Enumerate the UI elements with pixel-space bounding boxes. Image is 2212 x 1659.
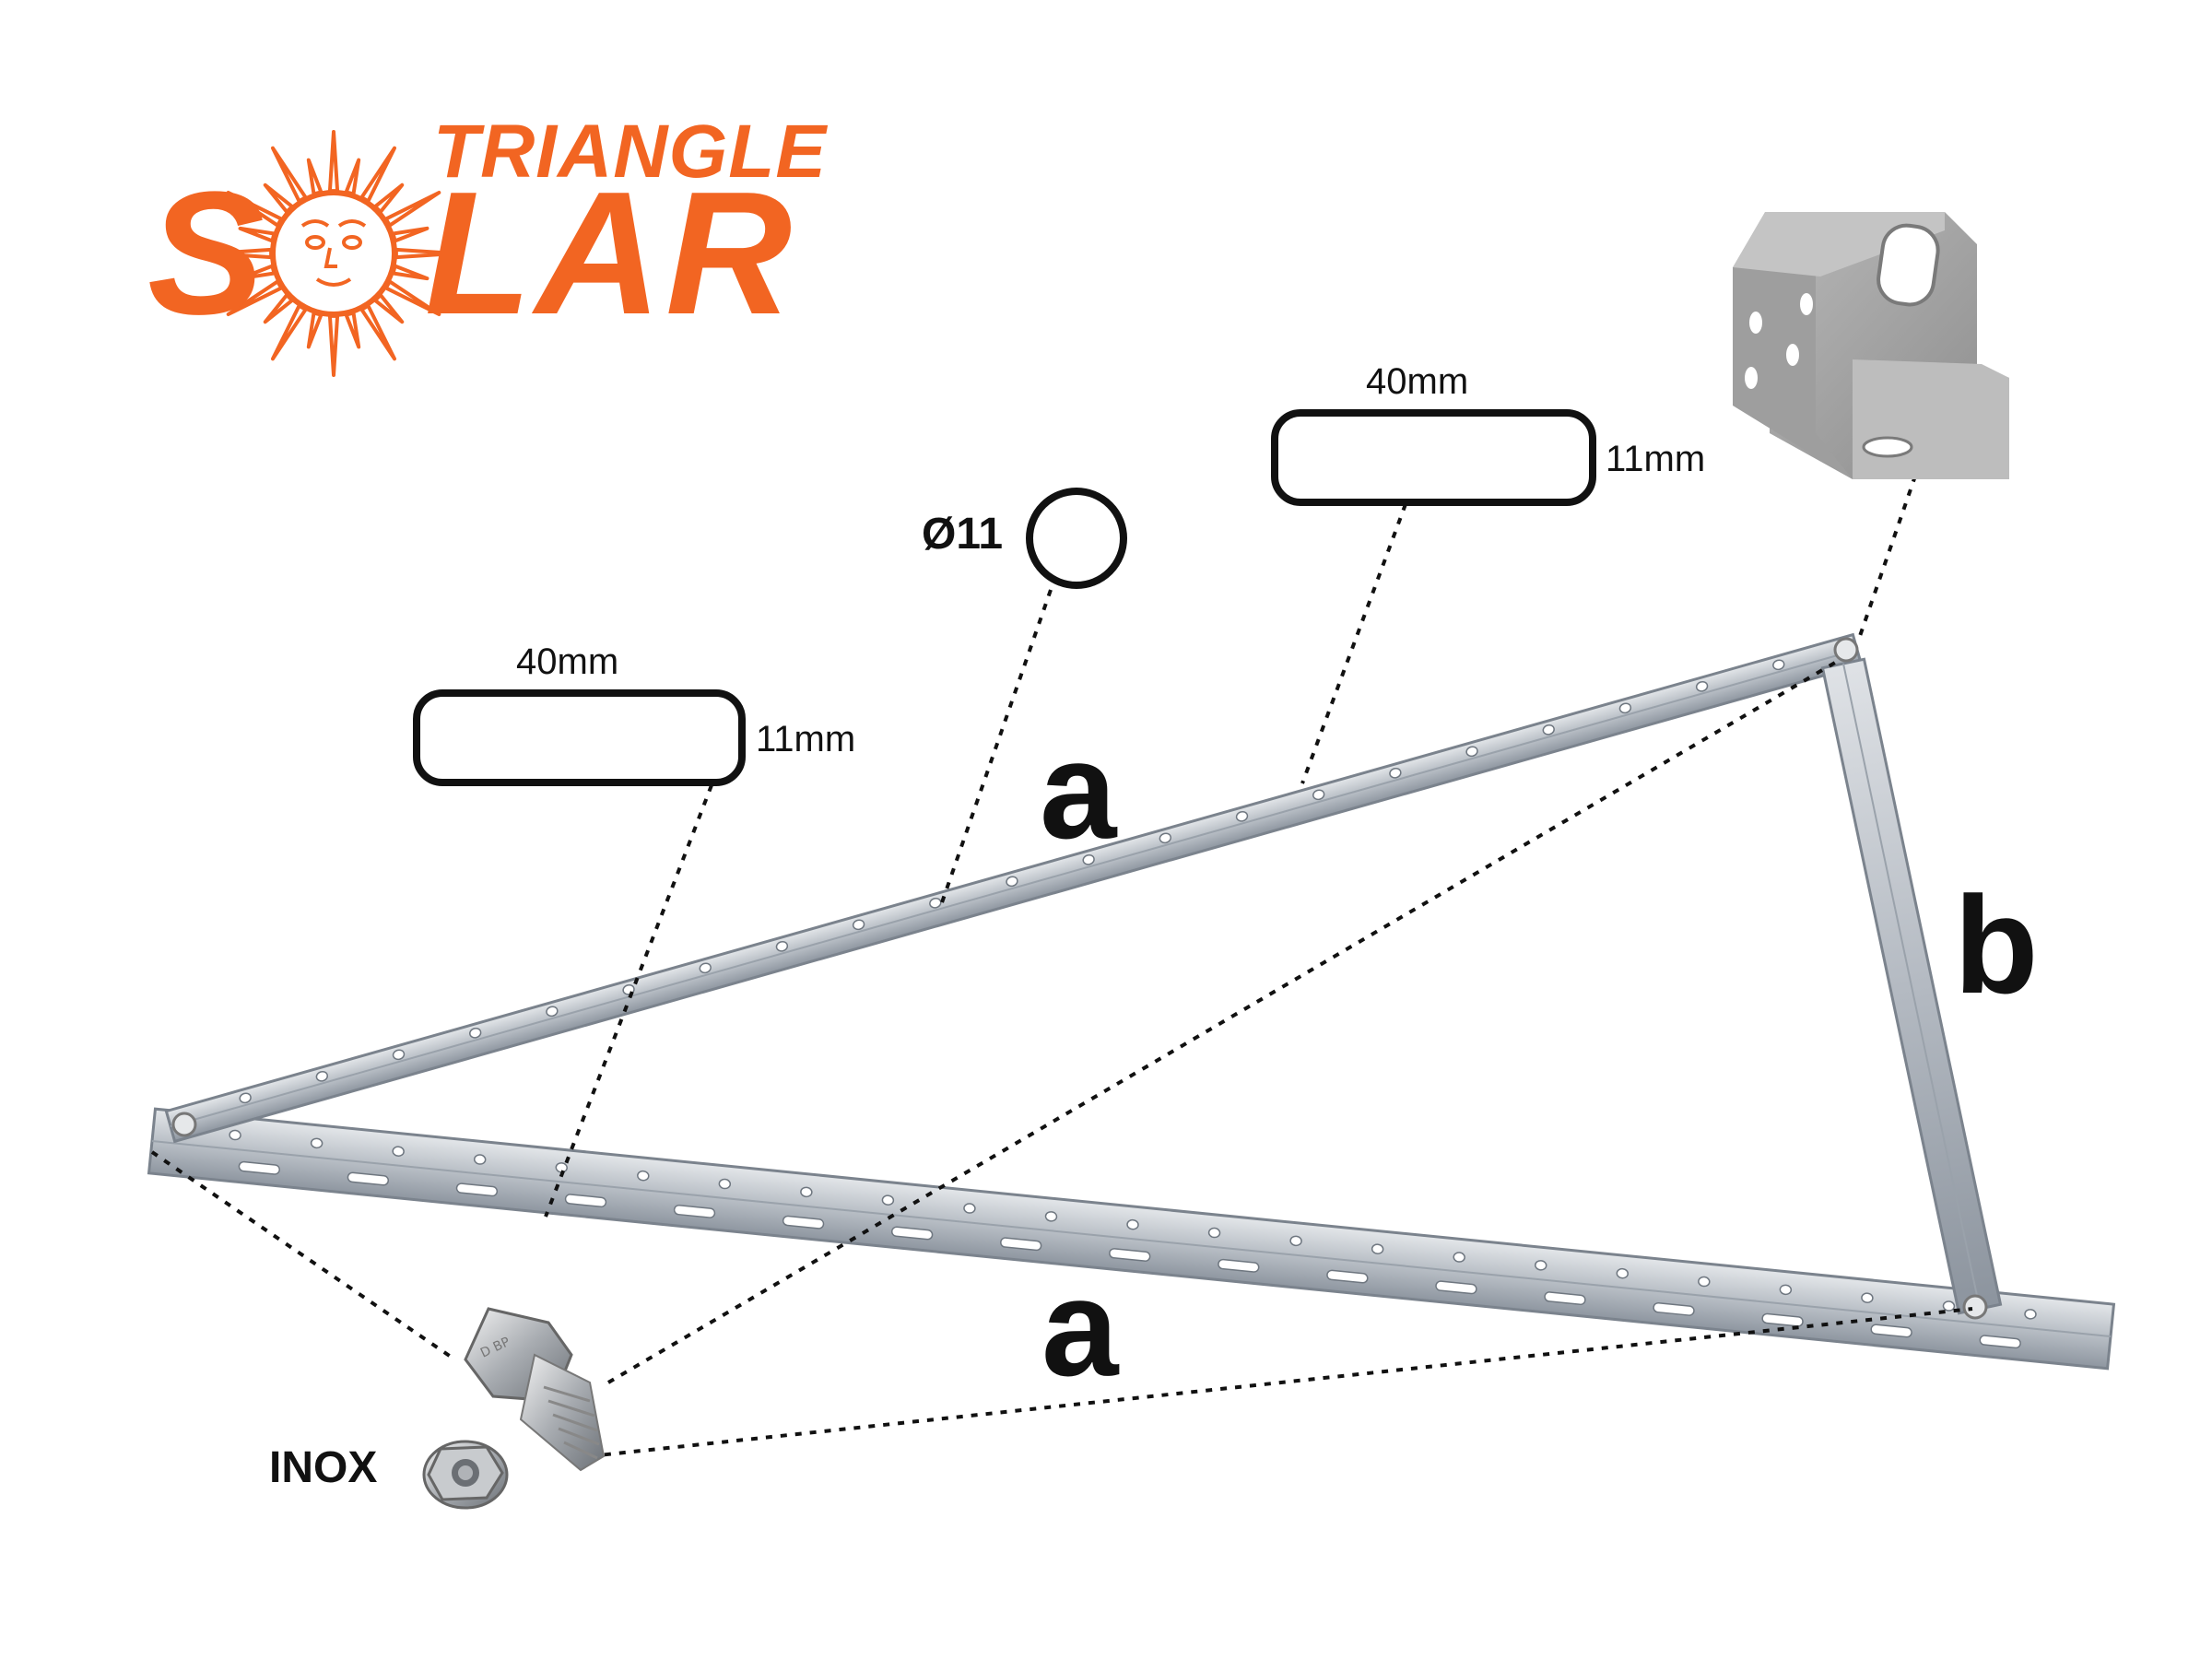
profile-hole — [718, 1178, 732, 1190]
profile-slot — [1870, 1324, 1912, 1338]
profile-slot — [1326, 1269, 1369, 1284]
logo-s: S — [147, 156, 268, 351]
profile-hole — [775, 940, 789, 952]
profile-hole — [1289, 1235, 1302, 1247]
profile-slot — [1218, 1258, 1260, 1273]
profile-hole — [963, 1203, 976, 1214]
logo-line-triangle: TRIANGLE — [433, 110, 828, 194]
slot-shape-left — [413, 689, 746, 786]
side-a-top-label: a — [1040, 712, 1117, 867]
profile-hole — [392, 1049, 406, 1061]
side-a-bottom-label: a — [1041, 1250, 1119, 1405]
profile-hole — [1235, 810, 1249, 822]
profile-hole — [1618, 702, 1632, 714]
profile-hole — [637, 1170, 650, 1182]
profile-slot — [564, 1194, 607, 1208]
profile-slot — [1000, 1237, 1042, 1252]
slot-left-width-label: 40mm — [516, 641, 619, 682]
profile-slot — [1979, 1335, 2021, 1349]
profile-slot — [1544, 1291, 1586, 1306]
profile-slot — [1761, 1312, 1804, 1327]
profile-hole — [1371, 1243, 1384, 1254]
profile-hole — [1942, 1300, 1956, 1312]
profile-slot — [1109, 1248, 1151, 1262]
profile-hole — [1616, 1267, 1630, 1279]
profile-hole — [1861, 1292, 1874, 1303]
profile-slot — [455, 1182, 499, 1197]
profile-hole — [310, 1137, 324, 1149]
round-hole-shape — [1026, 488, 1127, 589]
profile-hole — [1389, 767, 1402, 779]
profile-slot — [238, 1160, 280, 1175]
profile-slot — [890, 1226, 934, 1241]
profile-hole — [1698, 1276, 1711, 1288]
hole-diameter-label: Ø11 — [922, 510, 1004, 559]
profile-hole — [229, 1129, 241, 1141]
slot-top-height-label: 11mm — [1606, 439, 1706, 479]
profile-hole — [1542, 724, 1555, 735]
slot-shape-top — [1271, 409, 1596, 506]
side-b-label: b — [1954, 867, 2039, 1022]
profile-hole — [800, 1186, 813, 1198]
profile-hole — [1695, 680, 1709, 692]
profile-hole — [1453, 1252, 1465, 1263]
profile-hole — [1006, 876, 1018, 888]
profile-hole — [392, 1146, 405, 1157]
slot-top-width-label: 40mm — [1366, 361, 1469, 402]
corner-bolt-left — [171, 1112, 197, 1137]
leader-lines — [150, 363, 1973, 1458]
profile-hole — [469, 1027, 482, 1039]
profile-hole — [1772, 659, 1785, 671]
profile-hole — [1465, 746, 1478, 758]
profile-hole — [699, 962, 712, 974]
profile-slot — [347, 1171, 390, 1186]
profile-slot — [673, 1204, 716, 1218]
profile-hole — [1126, 1218, 1139, 1230]
profile-hole — [1312, 789, 1325, 801]
corner-bolt-bottom-right — [1962, 1294, 1988, 1320]
profile-hole — [473, 1154, 487, 1165]
profile-hole — [1082, 853, 1095, 865]
profile-hole — [1534, 1260, 1547, 1271]
profile-slot — [1435, 1280, 1477, 1295]
sun-face-icon — [210, 130, 457, 377]
profile-slot — [1653, 1301, 1695, 1316]
profile-hole — [546, 1006, 559, 1018]
flange-nut-icon — [422, 1440, 509, 1510]
corner-bolt-top — [1833, 637, 1859, 663]
profile-hole — [315, 1070, 329, 1082]
profile-hole — [1159, 832, 1172, 844]
profile-hole — [2024, 1309, 2037, 1320]
profile-hole — [1044, 1211, 1058, 1222]
logo-lar: LAR — [424, 156, 796, 351]
profile-hole — [1207, 1227, 1221, 1239]
profile-slot — [782, 1215, 825, 1230]
profile-hole — [1779, 1284, 1793, 1296]
profile-hole — [239, 1092, 252, 1104]
slot-left-height-label: 11mm — [756, 719, 856, 759]
c-channel-profile-icon — [1733, 212, 2009, 479]
bolt-material-label: INOX — [269, 1443, 378, 1492]
profile-hole — [881, 1194, 895, 1206]
hex-bolt-icon: D BP — [464, 1307, 606, 1472]
profile-hole — [852, 919, 865, 931]
bottom-rail-a — [147, 1107, 2116, 1371]
